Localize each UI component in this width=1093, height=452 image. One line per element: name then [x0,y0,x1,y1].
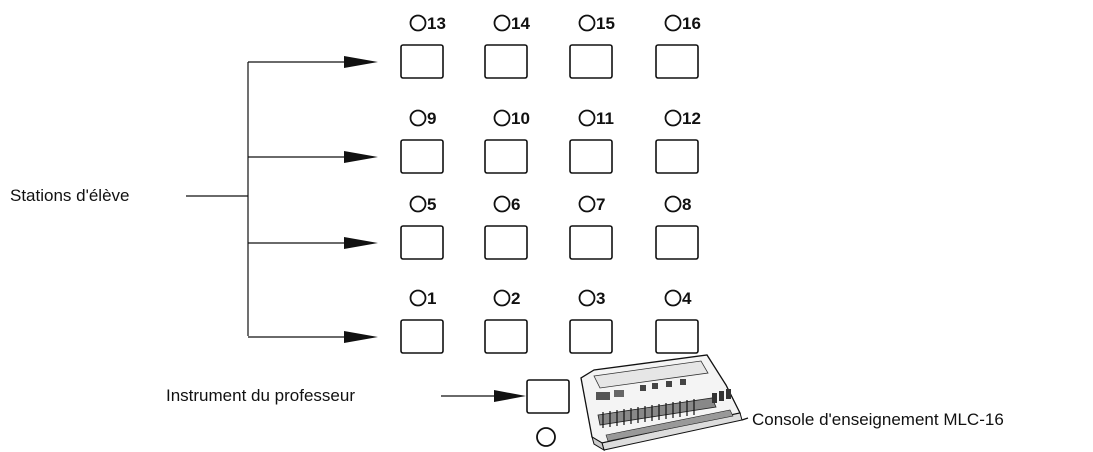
station-led-indicator [578,109,596,127]
teaching-console-illustration [580,354,749,452]
station-number: 12 [682,109,701,128]
station-instrument-box [400,139,444,174]
station-number: 15 [596,14,615,33]
station-led-indicator [409,195,427,213]
station-number: 16 [682,14,701,33]
teacher-instrument-box [526,379,570,414]
station-led-indicator [578,289,596,307]
station-led-indicator [493,289,511,307]
station-number: 10 [511,109,530,128]
student-station-15: 15 [569,14,615,79]
station-led-indicator [664,109,682,127]
station-led-indicator [409,109,427,127]
student-station-9: 9 [400,109,444,174]
station-instrument-box [400,44,444,79]
student-station-4: 4 [655,289,699,354]
station-led-indicator [664,195,682,213]
teacher-arrowhead [494,390,526,402]
station-number: 3 [596,289,605,308]
station-number: 11 [596,109,614,128]
station-led-indicator [578,14,596,32]
station-instrument-box [569,319,613,354]
station-led-indicator [578,195,596,213]
station-led-indicator [664,14,682,32]
row-arrowhead [344,151,378,163]
station-instrument-box [484,225,528,260]
student-station-12: 12 [655,109,701,174]
station-led-indicator [664,289,682,307]
station-led-indicator [493,195,511,213]
teacher-led-indicator [536,427,556,447]
station-number: 6 [511,195,520,214]
station-row-arrows [248,56,378,343]
student-station-6: 6 [484,195,528,260]
student-station-5: 5 [400,195,444,260]
station-instrument-box [655,225,699,260]
student-station-2: 2 [484,289,528,354]
station-led-indicator [409,14,427,32]
station-number: 13 [427,14,446,33]
station-instrument-box [569,225,613,260]
station-number: 1 [427,289,436,308]
station-instrument-box [655,319,699,354]
row-arrowhead [344,331,378,343]
station-instrument-box [569,44,613,79]
student-station-13: 13 [400,14,446,79]
student-station-3: 3 [569,289,613,354]
station-number: 5 [427,195,436,214]
station-led-indicator [493,14,511,32]
student-station-16: 16 [655,14,701,79]
station-number: 4 [682,289,692,308]
students-label: Stations d'élève [10,186,130,205]
student-station-11: 11 [569,109,614,174]
station-number: 14 [511,14,530,33]
student-station-10: 10 [484,109,530,174]
station-instrument-box [484,139,528,174]
console-label: Console d'enseignement MLC-16 [752,410,1004,429]
station-led-indicator [409,289,427,307]
station-number: 7 [596,195,605,214]
station-instrument-box [655,139,699,174]
student-station-1: 1 [400,289,444,354]
teacher-label: Instrument du professeur [166,386,355,405]
station-instrument-box [655,44,699,79]
station-number: 2 [511,289,520,308]
station-instrument-box [400,225,444,260]
row-arrowhead [344,56,378,68]
station-instrument-box [484,44,528,79]
station-instrument-box [400,319,444,354]
station-number: 8 [682,195,691,214]
station-instrument-box [484,319,528,354]
station-number: 9 [427,109,436,128]
student-station-8: 8 [655,195,699,260]
row-arrowhead [344,237,378,249]
station-led-indicator [493,109,511,127]
student-station-7: 7 [569,195,613,260]
station-instrument-box [569,139,613,174]
student-station-14: 14 [484,14,530,79]
